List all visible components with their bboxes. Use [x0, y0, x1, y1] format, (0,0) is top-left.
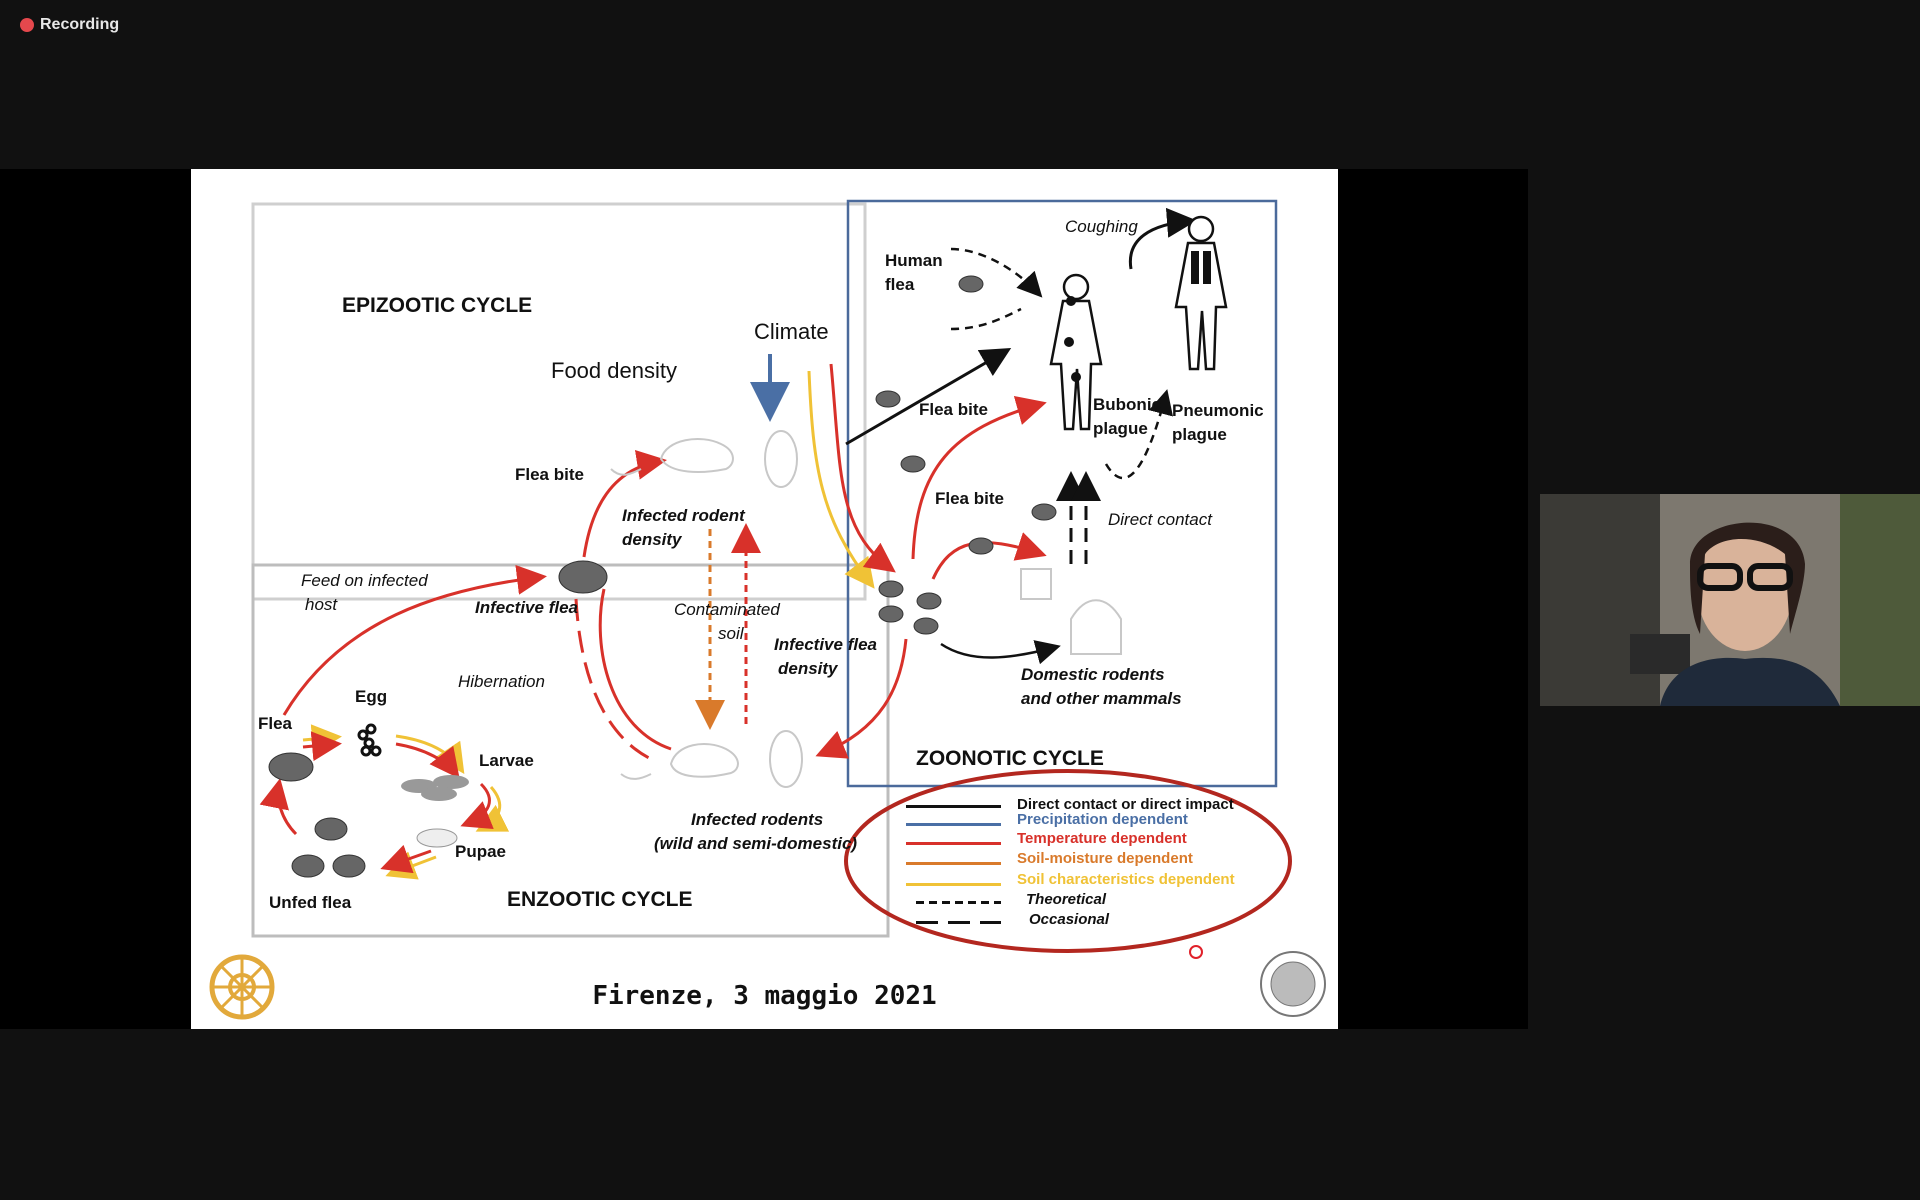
legend-item-temperature: Temperature dependent	[1017, 830, 1187, 847]
human-flea-label-2: flea	[885, 275, 915, 294]
domestic-rodents-label-2: and other mammals	[1021, 689, 1182, 708]
coughing-label: Coughing	[1065, 217, 1138, 236]
human-flea-label: Human	[885, 251, 943, 270]
infected-rodents-icon	[669, 743, 739, 778]
infective-flea-density-label: Infective flea	[774, 635, 877, 654]
bubonic-plague-label: Bubonic	[1093, 395, 1161, 414]
infective-flea-icon	[558, 560, 608, 594]
unfed-flea-label: Unfed flea	[269, 893, 352, 912]
presentation-slide: EPIZOOTIC CYCLE ENZOOTIC CYCLE ZOONOTIC …	[191, 169, 1338, 1029]
legend-item-theoretical: Theoretical	[1026, 891, 1107, 908]
flea-bite-label: Flea bite	[515, 465, 584, 484]
human-figure-icon	[1049, 273, 1103, 431]
enzootic-title: ENZOOTIC CYCLE	[507, 888, 693, 911]
hibernation-label: Hibernation	[458, 672, 545, 691]
pupae-icon	[416, 828, 458, 848]
pneumonic-plague-label: Pneumonic	[1172, 401, 1264, 420]
contaminated-soil-label: Contaminated	[674, 600, 780, 619]
recording-dot-icon	[20, 18, 34, 32]
legend-highlight-ellipse	[844, 769, 1292, 953]
direct-contact-label: Direct contact	[1108, 510, 1212, 529]
legend-item-soil-characteristics: Soil characteristics dependent	[1017, 871, 1235, 888]
epizootic-panel	[251, 202, 867, 601]
participant-video-tile[interactable]	[1540, 494, 1920, 706]
legend-item-soil-moisture: Soil-moisture dependent	[1017, 850, 1193, 867]
recording-label: Recording	[40, 16, 120, 33]
diagram-graphics	[209, 199, 1326, 1020]
feed-on-infected-label: Feed on infected	[301, 571, 428, 590]
infected-rodent-icon	[659, 438, 734, 473]
pupae-label: Pupae	[455, 842, 507, 861]
flea-bite-label-3: Flea bite	[935, 489, 1004, 508]
human-flea-icon	[958, 275, 984, 293]
pneumonic-figure-icon	[1174, 215, 1228, 371]
legend-swatch-precipitation	[906, 823, 1001, 826]
legend-item-occasional: Occasional	[1029, 911, 1110, 928]
legend-swatch-soil-moisture	[906, 862, 1001, 865]
laser-pointer-icon	[1189, 945, 1203, 959]
enzootic-panel	[251, 563, 890, 938]
climate-label: Climate	[754, 319, 829, 344]
egg-label: Egg	[355, 687, 388, 706]
food-density-label: Food density	[551, 358, 677, 383]
university-seal-icon	[1260, 951, 1326, 1017]
infected-rodents-label-2: (wild and semi-domestic)	[654, 834, 858, 853]
rotary-logo-icon	[209, 954, 275, 1020]
legend-swatch-soil-characteristics	[906, 883, 1001, 886]
legend-item-direct: Direct contact or direct impact	[1017, 796, 1234, 813]
infected-rodent-density-label: Infected rodent	[622, 506, 745, 525]
pneumonic-plague-label-2: plague	[1172, 425, 1227, 444]
infective-flea-density-label-2: density	[778, 659, 838, 678]
domestic-rodents-label: Domestic rodents	[1021, 665, 1165, 684]
feed-on-infected-label-2: host	[305, 595, 338, 614]
infective-flea-label: Infective flea	[475, 598, 578, 617]
zoonotic-title: ZOONOTIC CYCLE	[916, 747, 1104, 770]
larvae-label: Larvae	[479, 751, 534, 770]
legend-item-precipitation: Precipitation dependent	[1017, 811, 1188, 828]
slide-footer-date: Firenze, 3 maggio 2021	[592, 981, 937, 1011]
epizootic-title: EPIZOOTIC CYCLE	[342, 294, 533, 317]
egg-icon	[357, 723, 382, 757]
legend-swatch-temperature	[906, 842, 1001, 845]
unfed-flea-icon	[314, 817, 348, 841]
infected-rodent-density-label-2: density	[622, 530, 682, 549]
infected-rodents-label: Infected rodents	[691, 810, 824, 829]
flea-bite-label-2: Flea bite	[919, 400, 988, 419]
larvae-icon	[401, 775, 469, 801]
recording-indicator: Recording	[20, 16, 119, 34]
legend-swatch-occasional	[916, 921, 1001, 924]
domestic-mammal-icon	[1020, 568, 1052, 600]
legend-swatch-theoretical	[916, 901, 1001, 904]
legend-swatch-direct	[906, 805, 1001, 808]
zoonotic-panel	[846, 199, 1278, 788]
bubonic-plague-label-2: plague	[1093, 419, 1148, 438]
flea-icon	[268, 752, 314, 782]
flea-label: Flea	[258, 714, 293, 733]
contaminated-soil-label-2: soil	[718, 624, 744, 643]
